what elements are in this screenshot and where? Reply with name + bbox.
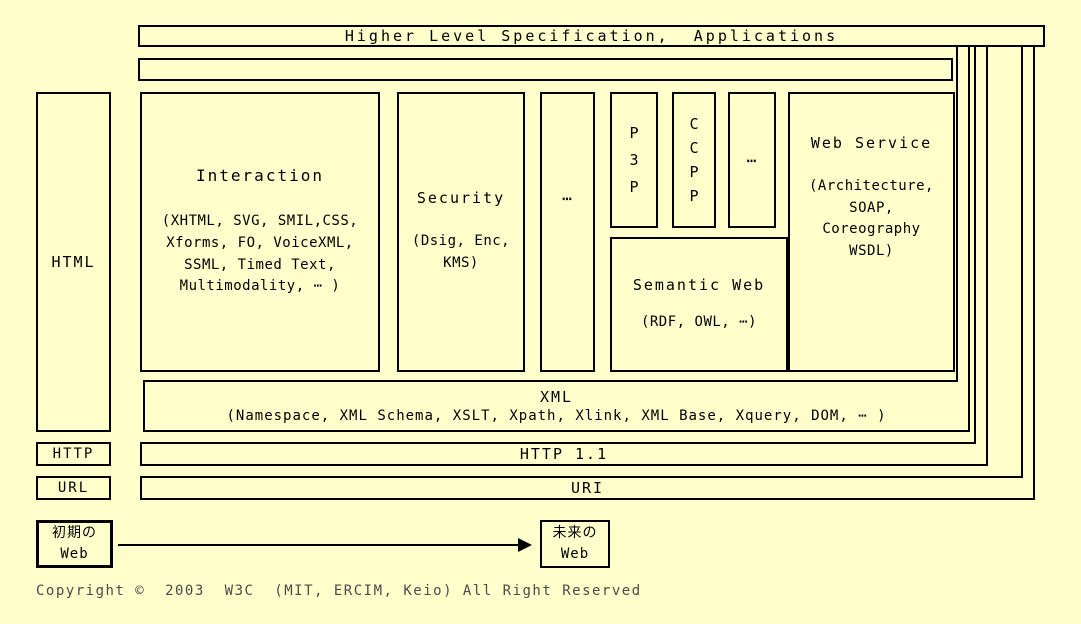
html-box: HTML [36,92,111,432]
early-to-future-arrow [118,538,532,552]
ellipsis-tall-box: ⋯ [540,92,595,372]
http-bar-label: HTTP 1.1 [519,445,609,463]
higher-level-label: Higher Level Specification, Applications [344,27,839,45]
p3p-label: P3P [629,123,639,196]
copyright-text: Copyright © 2003 W3C (MIT, ERCIM, Keio) … [36,583,642,599]
url-side-box: URL [36,476,111,500]
http-bar: HTTP 1.1 [140,442,988,466]
http-side-label: HTTP [52,446,95,462]
higher-level-bar: Higher Level Specification, Applications [138,25,1045,47]
html-label: HTML [51,253,96,271]
semantic-web-detail: (RDF, OWL, ⋯) [640,313,758,330]
future-web-label: 未来の Web [552,525,598,562]
empty-layer-bar [138,58,953,81]
p3p-box: P3P [610,92,658,228]
semantic-web-title: Semantic Web [632,275,766,294]
uri-layer-arm [1021,47,1035,478]
xml-bar: XML (Namespace, XML Schema, XSLT, Xpath,… [143,380,970,432]
uri-bar: URI [140,476,1035,500]
ellipsis-small-box: ⋯ [728,92,776,228]
security-box: Security (Dsig, Enc, KMS) [397,92,525,372]
uri-bar-label: URI [570,479,605,497]
interaction-detail: (XHTML, SVG, SMIL,CSS, Xforms, FO, Voice… [161,213,359,295]
ccpp-box: CCPP [672,92,716,228]
security-title: Security [416,189,506,208]
semantic-web-box: Semantic Web (RDF, OWL, ⋯) [610,237,788,372]
web-service-title: Web Service [810,134,933,152]
future-web-box: 未来の Web [540,520,610,568]
http-layer-arm [974,47,988,444]
ellipsis-tall-label: ⋯ [562,189,573,208]
xml-layer-arm [956,47,970,382]
security-detail: (Dsig, Enc, KMS) [411,233,511,271]
early-web-box: 初期の Web [36,520,113,568]
interaction-box: Interaction (XHTML, SVG, SMIL,CSS, Xform… [140,92,380,372]
web-service-detail: (Architecture, SOAP, Coreography WSDL) [808,178,934,260]
xml-title: XML [539,387,574,406]
interaction-title: Interaction [196,166,324,186]
ellipsis-small-label: ⋯ [746,150,758,170]
xml-detail: (Namespace, XML Schema, XSLT, Xpath, Xli… [226,407,887,424]
url-side-label: URL [57,480,90,496]
http-side-box: HTTP [36,442,111,466]
web-service-box: Web Service (Architecture, SOAP, Coreogr… [788,92,955,372]
early-web-label: 初期の Web [52,525,97,562]
ccpp-label: CCPP [689,115,699,205]
